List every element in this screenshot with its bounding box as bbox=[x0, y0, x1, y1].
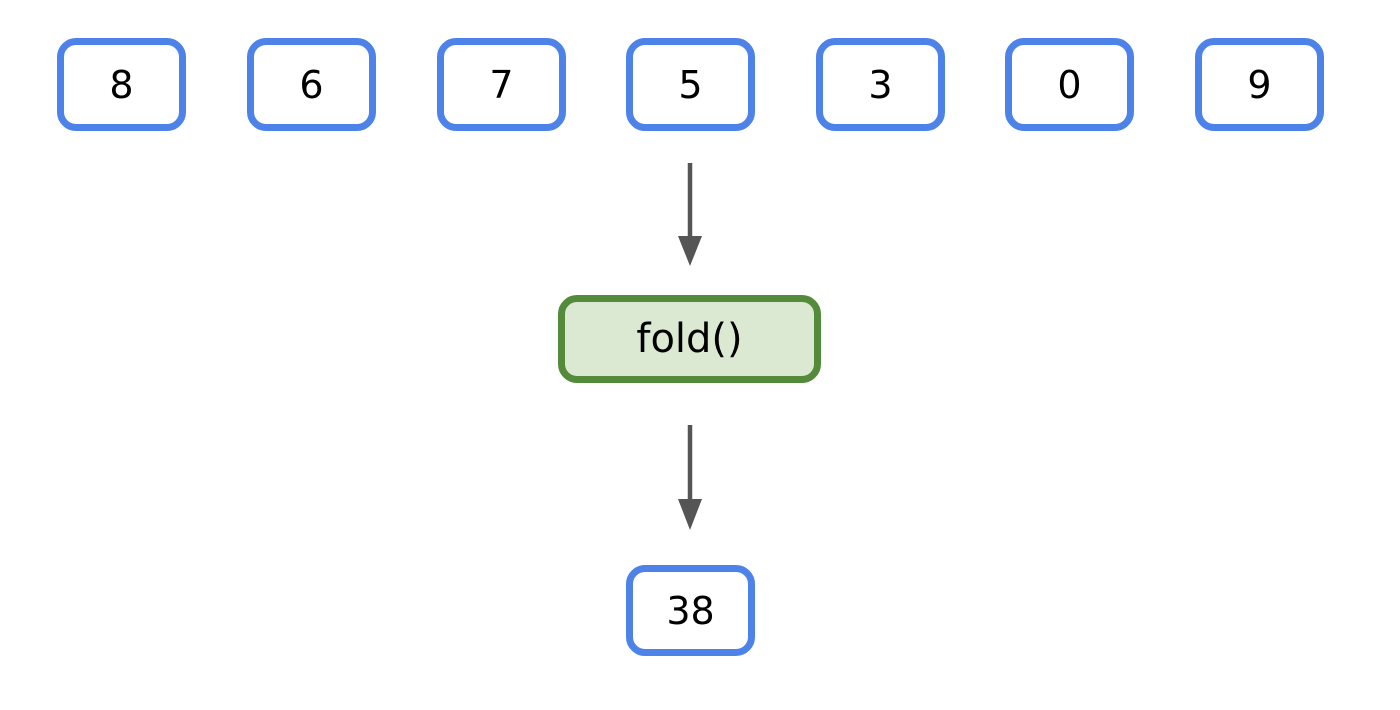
input-node-label: 9 bbox=[1247, 62, 1272, 107]
input-node-5[interactable]: 0 bbox=[1005, 38, 1134, 131]
input-node-2[interactable]: 7 bbox=[437, 38, 566, 131]
input-node-label: 6 bbox=[299, 62, 324, 107]
result-node[interactable]: 38 bbox=[626, 565, 755, 656]
input-node-4[interactable]: 3 bbox=[816, 38, 945, 131]
input-node-label: 3 bbox=[868, 62, 893, 107]
fold-node[interactable]: fold() bbox=[558, 295, 821, 383]
input-node-label: 7 bbox=[489, 62, 514, 107]
input-node-3[interactable]: 5 bbox=[626, 38, 755, 131]
arrow-inputs-to-fold-icon bbox=[678, 163, 702, 266]
result-node-label: 38 bbox=[666, 588, 715, 633]
input-node-0[interactable]: 8 bbox=[57, 38, 186, 131]
input-node-label: 8 bbox=[109, 62, 134, 107]
input-node-1[interactable]: 6 bbox=[247, 38, 376, 131]
input-node-label: 0 bbox=[1057, 62, 1082, 107]
fold-node-label: fold() bbox=[636, 316, 743, 362]
input-node-6[interactable]: 9 bbox=[1195, 38, 1324, 131]
input-node-label: 5 bbox=[678, 62, 703, 107]
arrow-fold-to-result-icon bbox=[678, 425, 702, 530]
